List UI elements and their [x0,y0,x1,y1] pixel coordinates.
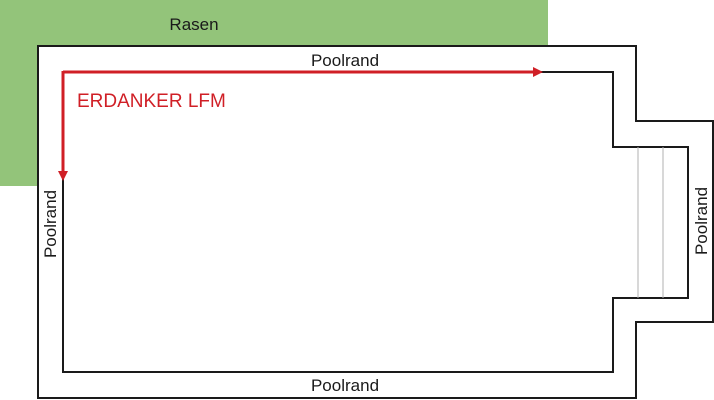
edge-label-left: Poolrand [41,190,60,258]
edge-label-right: Poolrand [692,187,711,255]
anchor-label: ERDANKER LFM [77,91,226,112]
anchor-lines [58,67,543,181]
lawn-label: Rasen [169,15,218,34]
pool-basin-outline [62,71,689,373]
edge-label-top: Poolrand [311,51,379,70]
pool-stairs [637,147,664,298]
edge-label-bottom: Poolrand [311,376,379,395]
